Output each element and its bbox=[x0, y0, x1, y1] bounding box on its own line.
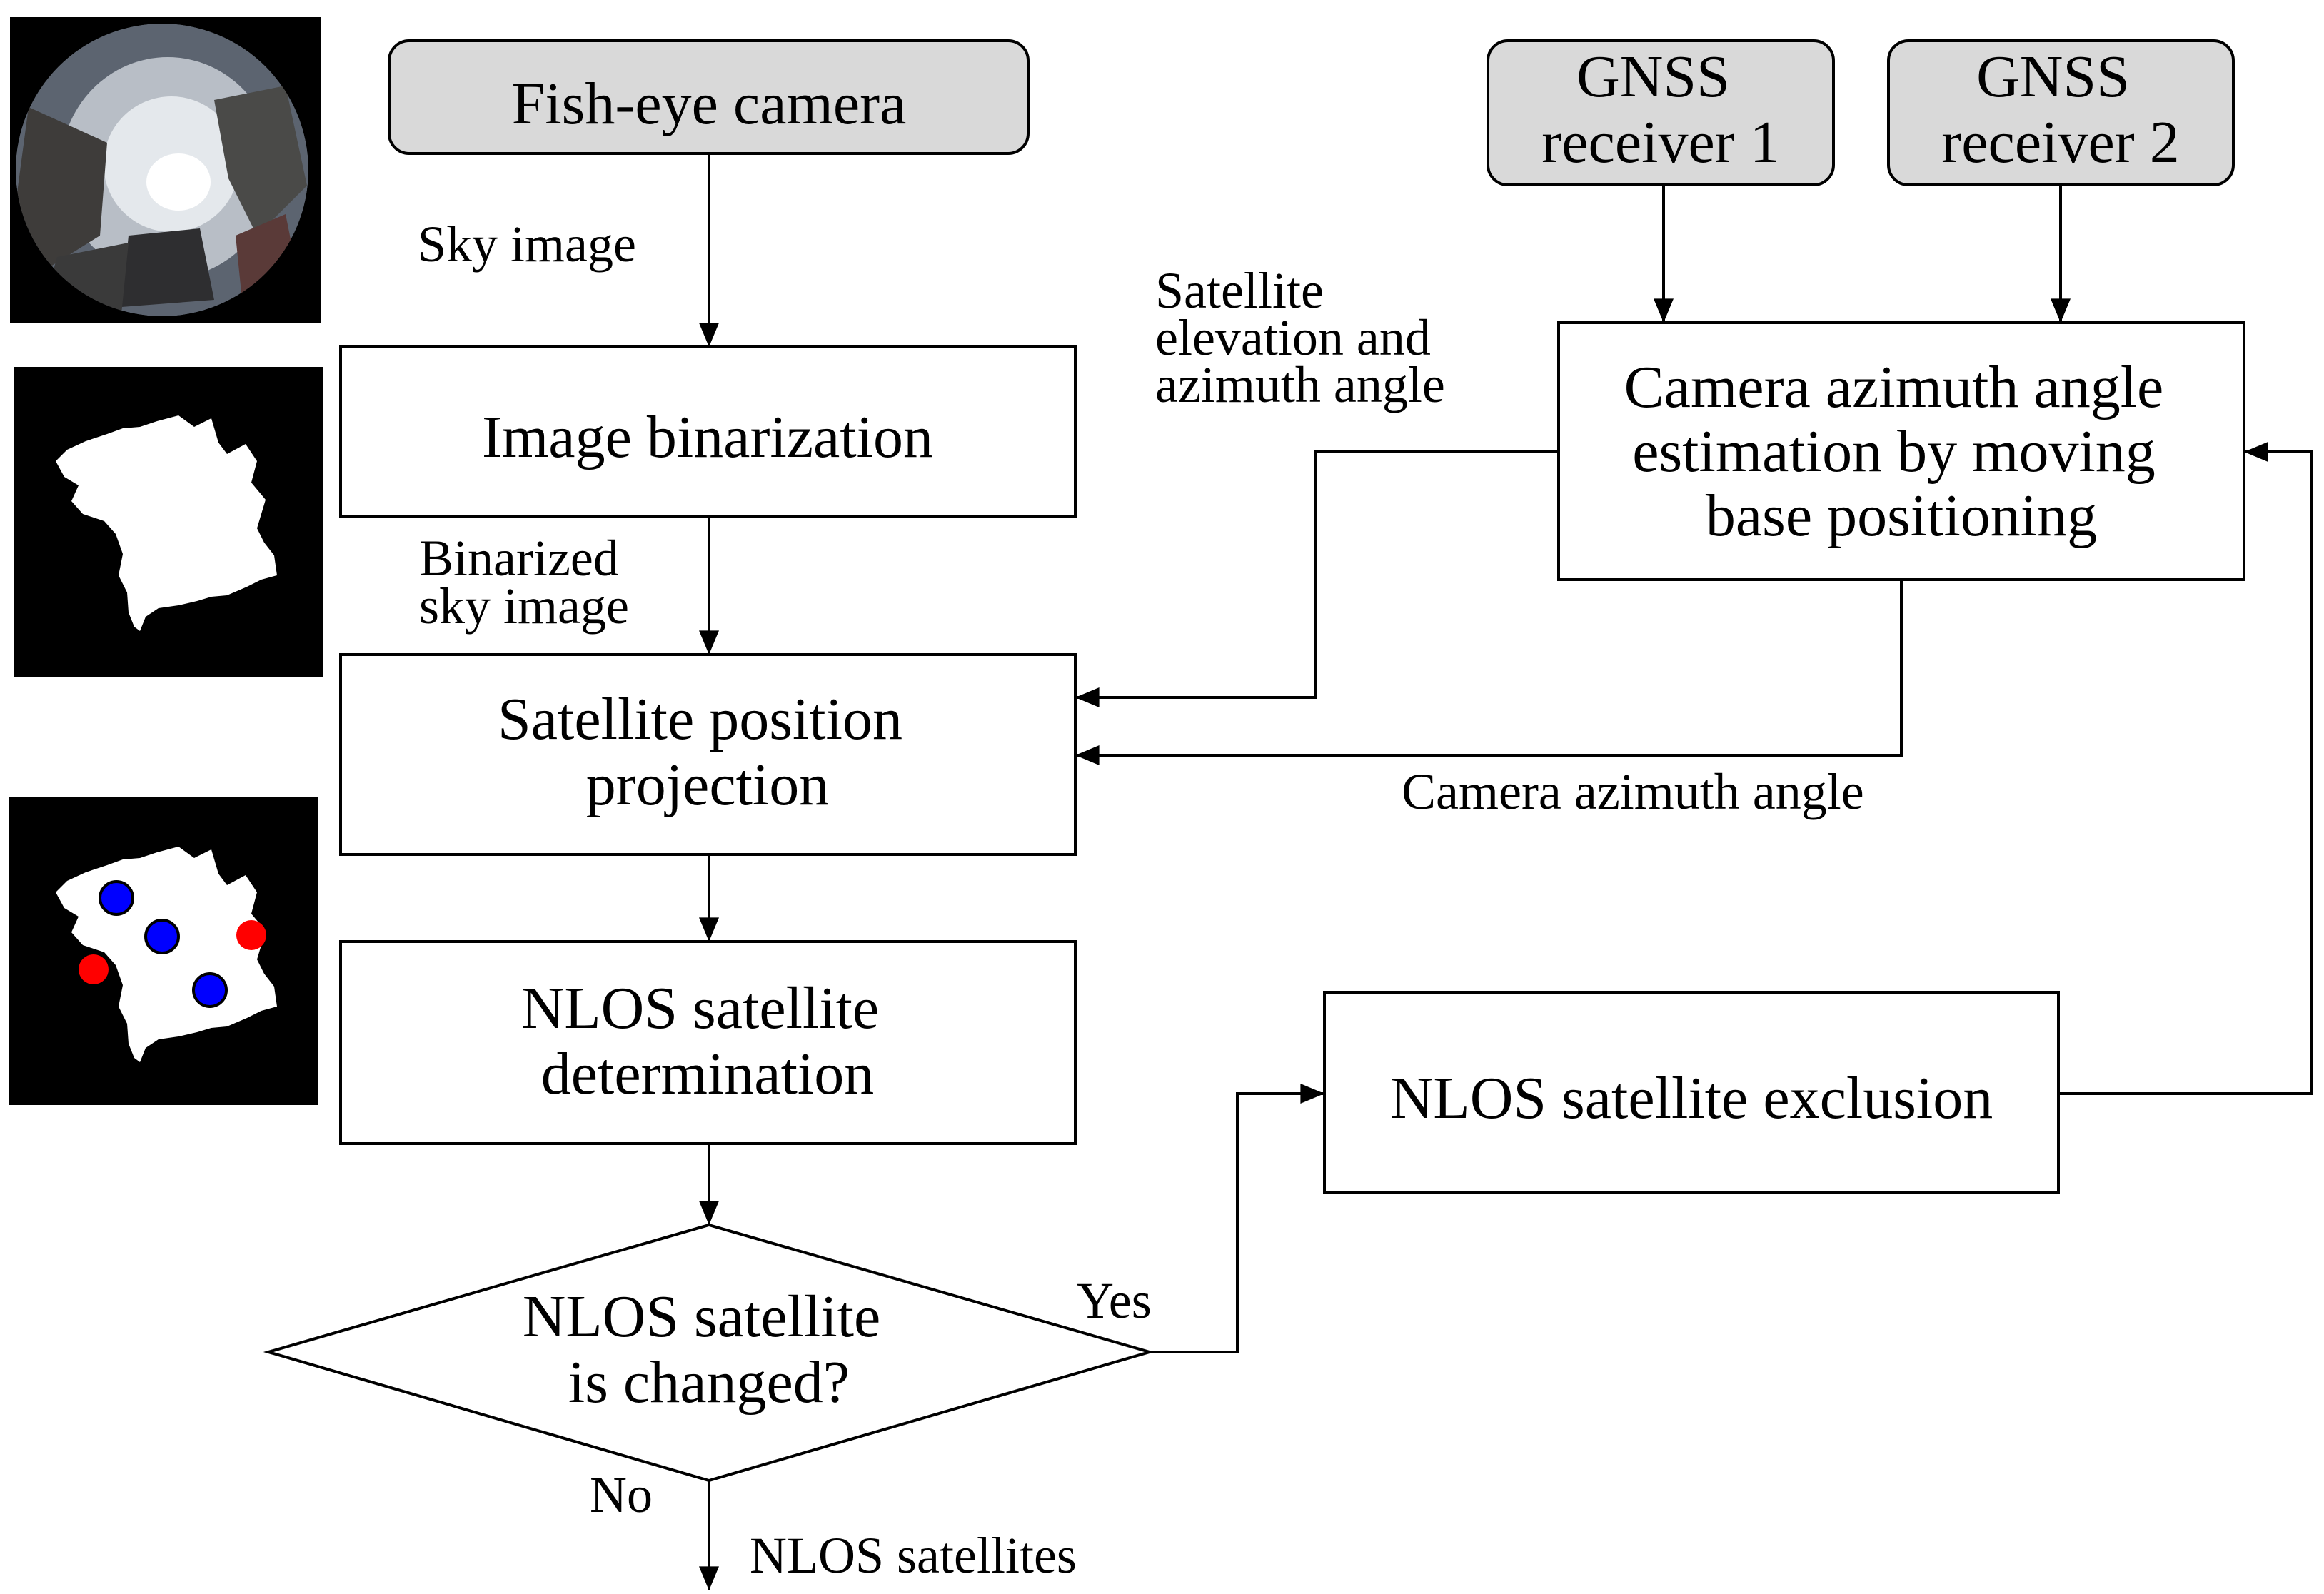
yes-label: Yes bbox=[1077, 1272, 1152, 1329]
visible-satellite-marker bbox=[99, 880, 134, 916]
arrow-camera-azimuth-to-projection bbox=[1075, 580, 1903, 765]
nlos-satellite-determination-label: NLOS satellite determination bbox=[521, 975, 895, 1107]
fisheye-sky-image-thumbnail bbox=[10, 17, 321, 323]
satellite-position-projection-box bbox=[339, 653, 1077, 856]
satellite-position-projection-label: Satellite position projection bbox=[498, 686, 917, 818]
gnss-receiver-1-label: GNSS receiver 1 bbox=[1541, 44, 1779, 176]
arrow-exclusion-feedback-to-estimation bbox=[2058, 442, 2313, 1095]
visible-satellite-marker bbox=[192, 972, 228, 1008]
satellite-elevation-azimuth-label: Satellite elevation and azimuth angle bbox=[1155, 262, 1445, 413]
nlos-satellite-determination-box bbox=[339, 940, 1077, 1145]
nlos-satellite-marker bbox=[79, 954, 109, 984]
satellite-projection-thumbnail bbox=[9, 797, 318, 1105]
camera-azimuth-angle-label: Camera azimuth angle bbox=[1402, 763, 1864, 820]
fisheye-camera-label: Fish-eye camera bbox=[512, 71, 907, 137]
image-binarization-label: Image binarization bbox=[482, 404, 933, 470]
nlos-changed-decision-label: NLOS satellite is changed? bbox=[523, 1283, 896, 1416]
nlos-satellite-marker bbox=[236, 920, 266, 950]
arrow-decision-yes-to-exclusion bbox=[1150, 1084, 1324, 1353]
sky-image-label: Sky image bbox=[418, 216, 636, 273]
gnss-receiver-2-label: GNSS receiver 2 bbox=[1941, 44, 2179, 176]
arrow-elevation-azimuth-to-projection bbox=[1075, 450, 1559, 707]
nlos-satellite-exclusion-box bbox=[1323, 991, 2060, 1194]
camera-azimuth-estimation-label: Camera azimuth angle estimation by movin… bbox=[1624, 354, 2179, 549]
nlos-satellite-exclusion-label: NLOS satellite exclusion bbox=[1390, 1065, 1993, 1131]
nlos-satellites-output-label: NLOS satellites bbox=[750, 1527, 1077, 1584]
visible-satellite-marker bbox=[144, 919, 180, 954]
no-label: No bbox=[590, 1466, 653, 1523]
binarized-sky-image-label: Binarized sky image bbox=[419, 530, 632, 635]
gnss-receiver-1-box bbox=[1487, 39, 1835, 186]
binarized-sky-image-thumbnail bbox=[14, 367, 323, 677]
